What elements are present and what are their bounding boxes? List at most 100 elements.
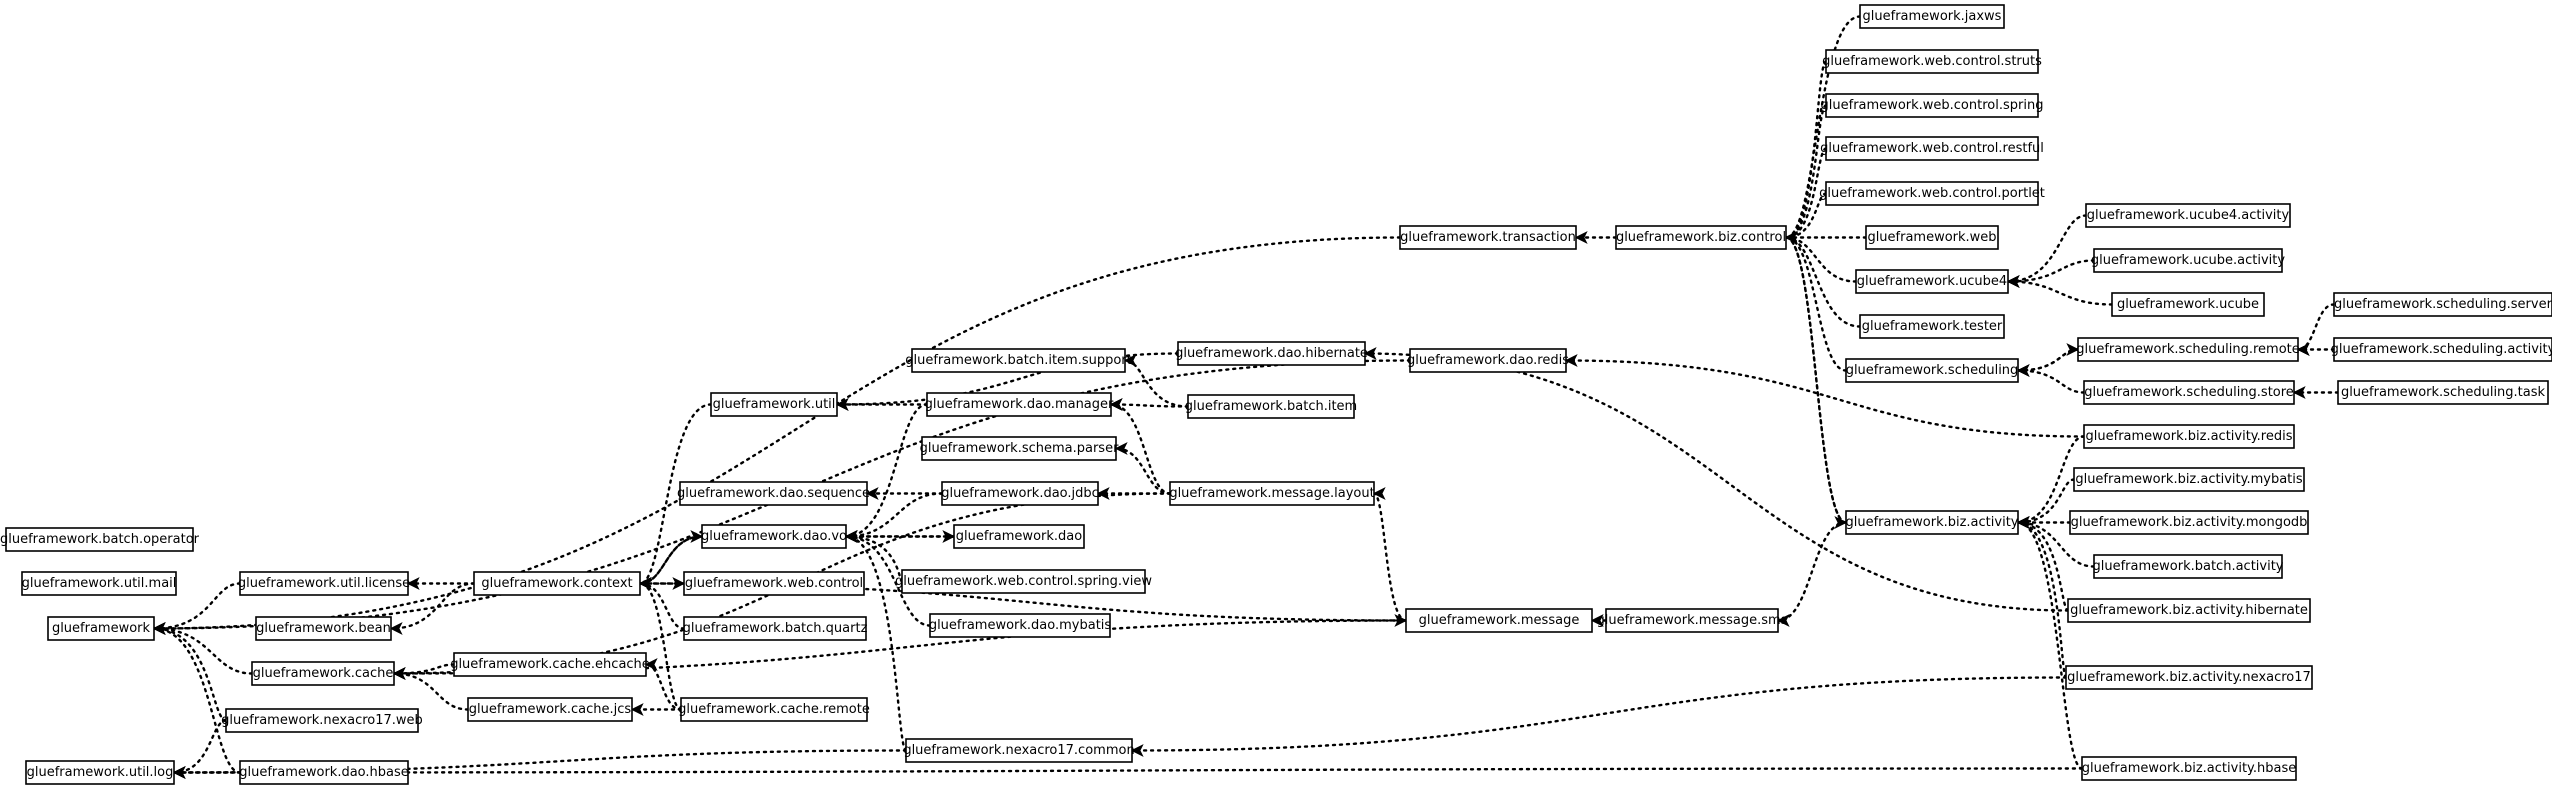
package-node-batch-activity[interactable]: glueframework.batch.activity <box>2093 554 2284 579</box>
package-node-batch-quartz[interactable]: glueframework.batch.quartz <box>683 616 868 641</box>
dependency-edge-nexacro17-web-to-gf <box>152 622 228 722</box>
package-node-scheduling-task[interactable]: glueframework.scheduling.task <box>2337 380 2549 405</box>
package-node-cache[interactable]: glueframework.cache <box>251 661 395 686</box>
package-label: glueframework.util.license <box>238 576 410 591</box>
dependency-edge-dao-jdbc-to-dao-vo <box>844 492 944 543</box>
package-node-dao-hbase[interactable]: glueframework.dao.hbase <box>239 760 409 785</box>
package-node-scheduling-store[interactable]: glueframework.scheduling.store <box>2083 380 2295 405</box>
package-label: glueframework.util.mail <box>22 576 177 591</box>
package-node-biz-activity-mybatis[interactable]: glueframework.biz.activity.mybatis <box>2073 467 2305 492</box>
package-label: glueframework.cache.remote <box>678 702 870 717</box>
package-node-transaction[interactable]: glueframework.transaction <box>1399 225 1577 250</box>
package-node-message[interactable]: glueframework.message <box>1405 608 1593 633</box>
package-box <box>239 571 409 596</box>
package-node-biz-control[interactable]: glueframework.biz.control <box>1615 225 1787 250</box>
dependency-edge-util-license-to-gf <box>152 582 242 635</box>
package-label: glueframework.util <box>713 397 836 412</box>
package-label: glueframework.biz.activity.mybatis <box>2075 472 2303 487</box>
package-node-nexacro17-common[interactable]: glueframework.nexacro17.common <box>903 738 1135 763</box>
package-label: glueframework.ucube4.activity <box>2087 208 2290 223</box>
package-node-dao[interactable]: glueframework.dao <box>953 524 1085 549</box>
package-node-message-layout[interactable]: glueframework.message.layout <box>1169 481 1375 506</box>
package-node-biz-activity-mongodb[interactable]: glueframework.biz.activity.mongodb <box>2069 510 2309 535</box>
package-node-context[interactable]: glueframework.context <box>473 571 641 596</box>
package-node-util-log[interactable]: glueframework.util.log <box>25 760 175 785</box>
package-label: glueframework.web.control <box>685 576 863 591</box>
dependency-edge-biz-activity-mybatis-to-biz-activity <box>2016 478 2076 529</box>
package-box <box>2333 337 2552 362</box>
package-box <box>1859 314 2005 339</box>
package-label: glueframework.biz.activity <box>1846 515 2019 530</box>
package-label: glueframework.scheduling <box>1846 363 2019 378</box>
package-node-biz-activity[interactable]: glueframework.biz.activity <box>1845 510 2019 535</box>
package-node-scheduling-remote[interactable]: glueframework.scheduling.remote <box>2076 337 2300 362</box>
package-node-web-control-spring-view[interactable]: glueframework.web.control.spring.view <box>895 569 1152 594</box>
dependency-edge-context-to-bean <box>389 582 476 635</box>
package-node-message-sms[interactable]: glueframework.message.sms <box>1596 608 1788 633</box>
package-node-nexacro17-web[interactable]: glueframework.nexacro17.web <box>221 708 423 733</box>
package-node-cache-ehcache[interactable]: glueframework.cache.ehcache <box>450 652 650 677</box>
package-node-dao-jdbc[interactable]: glueframework.dao.jdbc <box>941 481 1099 506</box>
package-box <box>1615 225 1787 250</box>
package-box <box>1605 608 1779 633</box>
package-node-gf[interactable]: glueframework <box>47 616 155 641</box>
package-node-biz-activity-nexacro17[interactable]: glueframework.biz.activity.nexacro17 <box>2065 665 2313 690</box>
package-node-ucube4[interactable]: glueframework.ucube4 <box>1855 269 2009 294</box>
package-node-util-mail[interactable]: glueframework.util.mail <box>21 571 177 596</box>
package-box <box>921 436 1117 461</box>
package-label: glueframework.batch.activity <box>2093 559 2284 574</box>
package-node-cache-remote[interactable]: glueframework.cache.remote <box>678 697 870 722</box>
package-box <box>2077 337 2299 362</box>
package-node-batch-item-support[interactable]: glueframework.batch.item.support <box>905 348 1132 373</box>
package-node-ucube-activity[interactable]: glueframework.ucube.activity <box>2091 248 2285 273</box>
package-label: glueframework.batch.item <box>1185 399 1357 414</box>
package-nodes: glueframework glueframework.batch.operato… <box>0 4 2552 785</box>
package-node-dao-mybatis[interactable]: glueframework.dao.mybatis <box>929 613 1112 638</box>
package-node-dao-sequence[interactable]: glueframework.dao.sequence <box>677 481 870 506</box>
package-label: glueframework.scheduling.store <box>2084 385 2294 400</box>
package-label: glueframework.message.sms <box>1596 613 1787 628</box>
package-box <box>926 392 1112 417</box>
package-label: glueframework.biz.activity.redis <box>2086 429 2293 444</box>
package-node-scheduling[interactable]: glueframework.scheduling <box>1845 358 2019 383</box>
package-label: glueframework.dao.vo <box>701 529 847 544</box>
package-node-dao-vo[interactable]: glueframework.dao.vo <box>701 524 847 549</box>
package-node-ucube4-activity[interactable]: glueframework.ucube4.activity <box>2085 203 2291 228</box>
package-node-cache-jcs[interactable]: glueframework.cache.jcs <box>467 697 633 722</box>
package-node-util-license[interactable]: glueframework.util.license <box>238 571 410 596</box>
dependency-edge-scheduling-server-to-scheduling-remote <box>2296 303 2336 356</box>
package-node-ucube[interactable]: glueframework.ucube <box>2111 292 2265 317</box>
package-node-web-control[interactable]: glueframework.web.control <box>683 571 865 596</box>
package-node-web-control-portlet[interactable]: glueframework.web.control.portlet <box>1819 181 2045 206</box>
package-node-dao-manager[interactable]: glueframework.dao.manager <box>925 392 1114 417</box>
package-box <box>953 524 1085 549</box>
package-node-scheduling-server[interactable]: glueframework.scheduling.server <box>2333 292 2552 317</box>
package-box <box>929 613 1111 638</box>
package-node-util[interactable]: glueframework.util <box>710 392 838 417</box>
package-node-jaxws[interactable]: glueframework.jaxws <box>1859 4 2005 29</box>
package-node-batch-item[interactable]: glueframework.batch.item <box>1185 394 1357 419</box>
package-box <box>1399 225 1577 250</box>
package-node-schema-parser[interactable]: glueframework.schema.parser <box>920 436 1119 461</box>
package-node-biz-activity-hibernate[interactable]: glueframework.biz.activity.hibernate <box>2067 598 2311 623</box>
package-label: glueframework.message <box>1419 613 1580 628</box>
package-node-web-control-struts[interactable]: glueframework.web.control.struts <box>1822 49 2042 74</box>
package-node-web-control-restful[interactable]: glueframework.web.control.restful <box>1820 136 2044 161</box>
package-label: glueframework.batch.operator <box>0 532 200 547</box>
package-box <box>2093 554 2283 579</box>
package-box <box>1825 136 2039 161</box>
package-node-web-control-spring[interactable]: glueframework.web.control.spring <box>1821 93 2044 118</box>
package-node-batch-operator[interactable]: glueframework.batch.operator <box>0 527 200 552</box>
package-node-dao-hibernate[interactable]: glueframework.dao.hibernate <box>1175 341 1368 366</box>
package-node-web[interactable]: glueframework.web <box>1865 225 1999 250</box>
package-node-biz-activity-redis[interactable]: glueframework.biz.activity.redis <box>2083 424 2295 449</box>
package-label: glueframework.context <box>481 576 632 591</box>
package-box <box>701 524 847 549</box>
package-node-dao-redis[interactable]: glueframework.dao.redis <box>1407 348 1569 373</box>
package-node-tester[interactable]: glueframework.tester <box>1859 314 2005 339</box>
package-node-scheduling-activity[interactable]: glueframework.scheduling.activity <box>2331 337 2552 362</box>
package-box <box>21 571 177 596</box>
package-box <box>2069 510 2309 535</box>
package-node-biz-activity-hbase[interactable]: glueframework.biz.activity.hbase <box>2081 756 2297 781</box>
package-node-bean[interactable]: glueframework.bean <box>255 616 392 641</box>
